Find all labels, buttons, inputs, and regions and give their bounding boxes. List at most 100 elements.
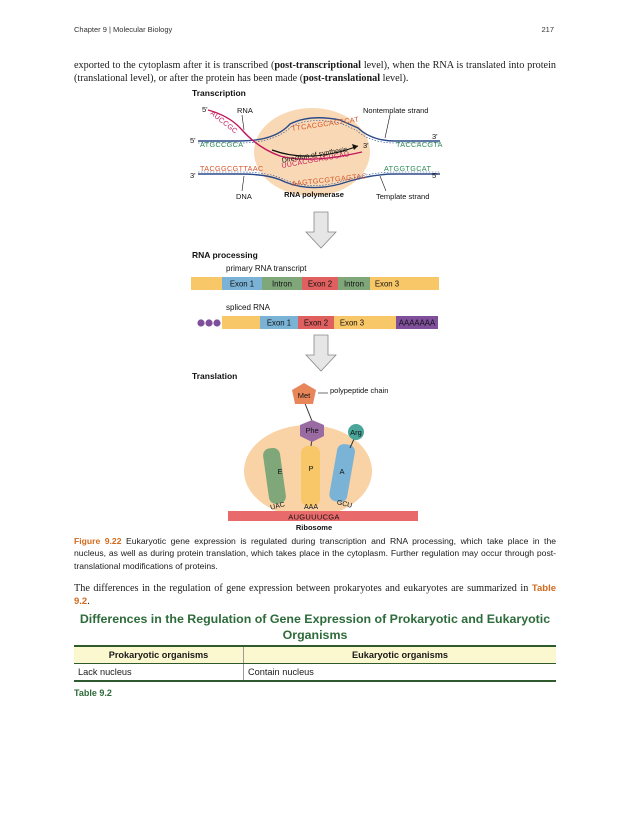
site-e-label: E (277, 467, 282, 476)
primary-transcript-label: primary RNA transcript (226, 264, 307, 273)
intro-text-1: exported to the cytoplasm after it is tr… (74, 60, 275, 71)
anticodon-a: GCU (336, 499, 353, 510)
primary-3utr (410, 277, 439, 290)
running-header-chapter: Chapter 9 | Molecular Biology (74, 25, 173, 34)
primary-intron-1-label: Intron (272, 280, 292, 289)
primary-exon-1 (222, 277, 262, 290)
primary-exon-3-label: Exon 3 (375, 280, 399, 289)
table-label: Table 9.2 (74, 688, 112, 698)
spliced-exon-3 (334, 316, 370, 329)
peptide-bond-1 (303, 400, 313, 422)
table-row: Lack nucleus Contain nucleus (74, 663, 556, 682)
anticodon-p: AAA (304, 504, 318, 511)
met-residue (292, 383, 316, 404)
rna-strand (207, 109, 363, 160)
primary-intron-2-label: Intron (344, 280, 364, 289)
primary-exon-3 (370, 277, 410, 290)
primary-exon-2-label: Exon 2 (308, 280, 332, 289)
top-seq-right: TACCACGTA (396, 140, 443, 149)
mrna-sequence: AUGUUUCGA (288, 513, 339, 522)
spliced-3utr (370, 316, 396, 329)
template-strand-label: Template strand (376, 192, 429, 201)
cap-dot-2 (205, 319, 213, 327)
dna-3prime-right: 3' (432, 132, 438, 141)
trna-a-site (329, 444, 355, 503)
transcription-heading: Transcription (192, 88, 246, 98)
cap-dot-3 (213, 319, 221, 327)
intro-paragraph: exported to the cytoplasm after it is tr… (74, 59, 556, 85)
template-strand-backbone (198, 173, 440, 189)
table-9-2-link[interactable]: Table 9.2 (74, 583, 556, 607)
intro-bold-2: post-translational (303, 73, 381, 84)
bottom-seq-left: TACGGCGTTAAC (200, 164, 264, 173)
dna-5prime-left: 5' (190, 136, 196, 145)
figure-caption-text: Eukaryotic gene expression is regulated … (74, 536, 556, 571)
site-p-label: P (308, 464, 313, 473)
primary-intron-2 (338, 277, 370, 290)
table-title: Differences in the Regulation of Gene Ex… (79, 612, 551, 642)
cell-eukaryotic: Contain nucleus (243, 663, 556, 682)
nontemplate-strand-backbone (198, 117, 440, 142)
rna-leader (241, 114, 245, 131)
comparison-table: Prokaryotic organisms Eukaryotic organis… (74, 645, 556, 682)
summary-text: The differences in the regulation of gen… (74, 583, 532, 594)
table-header-row: Prokaryotic organisms Eukaryotic organis… (74, 645, 556, 664)
translation-heading: Translation (192, 371, 237, 381)
arg-link (349, 438, 355, 449)
nontemplate-strand-label: Nontemplate strand (363, 106, 428, 115)
primary-5utr (191, 277, 222, 290)
bottom-seq-right: ATGGTGCAT (384, 164, 431, 173)
dna-label: DNA (236, 192, 252, 201)
rna-5prime: 5' (202, 105, 208, 114)
figure-caption: Figure 9.22 Eukaryotic gene expression i… (74, 535, 556, 572)
dna-5prime-right: 5' (432, 171, 438, 180)
summary-end: . (87, 596, 90, 607)
spliced-exon-2-label: Exon 2 (304, 319, 328, 328)
met-label: Met (298, 391, 311, 400)
spliced-exon-1 (260, 316, 298, 329)
polypeptide-chain-label: polypeptide chain (330, 386, 388, 395)
intro-bold-1: post-transcriptional (274, 60, 361, 71)
spliced-rna-label: spliced RNA (226, 303, 271, 312)
trna-p-site (301, 446, 320, 506)
cap-dot-1 (197, 319, 205, 327)
primary-exon-1-label: Exon 1 (230, 280, 254, 289)
down-arrow-2 (305, 334, 337, 372)
arg-label: Arg (350, 428, 362, 437)
cell-prokaryotic: Lack nucleus (74, 663, 244, 682)
mrna-strand (228, 511, 418, 521)
intro-text-3: level). (380, 73, 409, 84)
nontemplate-strand-rungs (198, 120, 440, 144)
ribosome-label: Ribosome (296, 523, 332, 532)
page-number: 217 (541, 25, 554, 34)
dna-3prime-left: 3' (190, 171, 196, 180)
rna-processing-heading: RNA processing (192, 250, 258, 260)
direction-arrow (271, 145, 359, 157)
template-leader (379, 175, 387, 192)
primary-exon-2 (302, 277, 338, 290)
trna-e-site (263, 447, 286, 504)
anticodon-e: UAC (270, 501, 286, 511)
phe-label: Phe (305, 426, 318, 435)
spliced-exon-2 (298, 316, 334, 329)
top-seq-left: ATGCCGCA (200, 140, 243, 149)
template-strand-rungs (198, 171, 440, 186)
header-eukaryotic: Eukaryotic organisms (243, 645, 556, 664)
spliced-exon-1-label: Exon 1 (267, 319, 291, 328)
spliced-exon-3-label: Exon 3 (340, 319, 364, 328)
arg-residue (348, 424, 364, 440)
down-arrow-1 (305, 211, 337, 249)
header-prokaryotic: Prokaryotic organisms (74, 645, 244, 664)
nontemplate-leader (384, 114, 391, 139)
primary-intron-1 (262, 277, 302, 290)
rna-polymerase-label: RNA polymerase (284, 190, 344, 199)
rna-3prime: 3' (363, 141, 369, 150)
dna-leader (241, 175, 245, 192)
figure-caption-label: Figure 9.22 (74, 536, 122, 546)
phe-residue (300, 420, 324, 442)
poly-a-label: AAAAAAA (399, 319, 436, 328)
poly-a-tail (396, 316, 438, 329)
gene-expression-figure: Transcription Direction of synthesis ATG… (190, 88, 443, 532)
summary-paragraph: The differences in the regulation of gen… (74, 582, 556, 608)
site-a-label: A (339, 467, 344, 476)
